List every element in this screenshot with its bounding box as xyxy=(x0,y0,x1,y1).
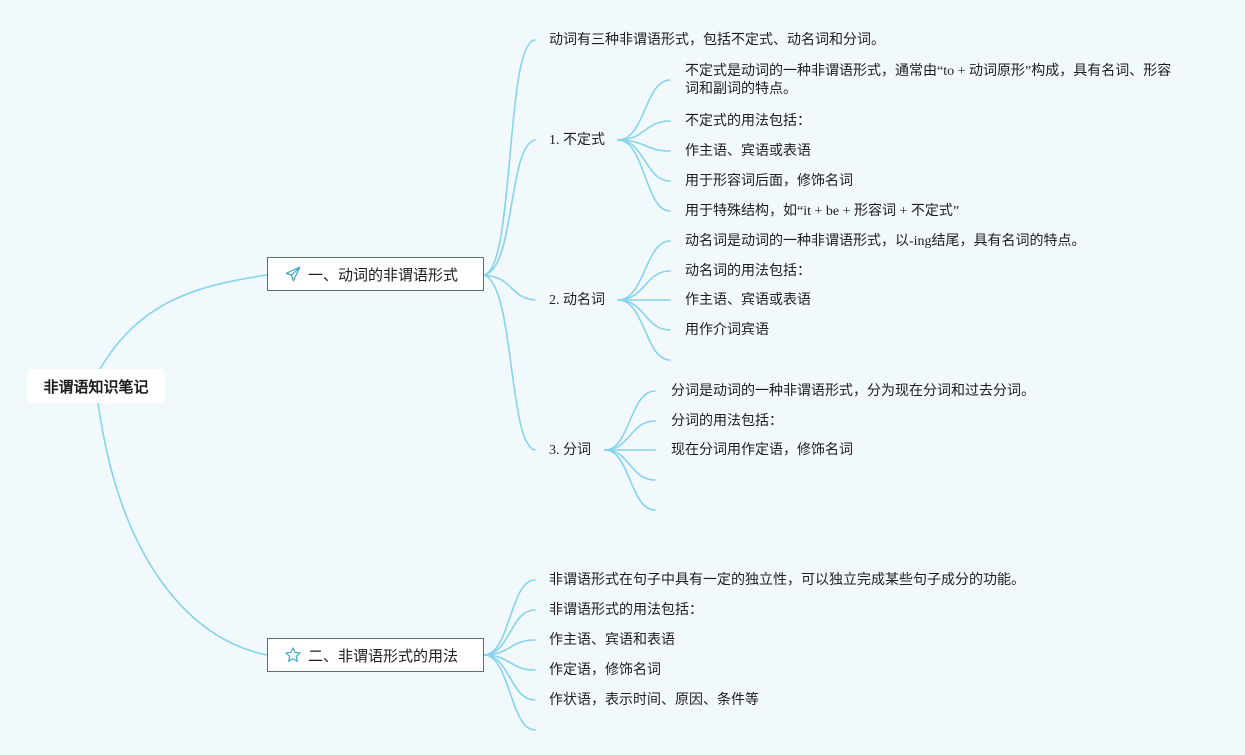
leaf-item[interactable]: 动名词是动词的一种非谓语形式，以-ing结尾，具有名词的特点。 xyxy=(685,234,1086,249)
connector-topic1-sub3 xyxy=(483,274,536,451)
topic-node-verb-forms[interactable]: 一、动词的非谓语形式 xyxy=(267,257,484,291)
root-label: 非谓语知识笔记 xyxy=(43,378,149,396)
leaf-item[interactable]: 用作介词宾语 xyxy=(685,323,769,338)
leaf-item[interactable]: 用于特殊结构，如“it + be + 形容词 + 不定式” xyxy=(685,204,960,219)
connector-topic1-intro xyxy=(483,39,536,276)
subtopic-gerund[interactable]: 2. 动名词 xyxy=(549,293,605,308)
leaf-item[interactable]: 作主语、宾语和表语 xyxy=(549,633,675,648)
connector-topic1-sub1 xyxy=(483,139,536,276)
topic-label: 二、非谓语形式的用法 xyxy=(308,647,459,665)
connector-root-topic1 xyxy=(99,274,268,370)
leaf-item[interactable]: 作定语，修饰名词 xyxy=(549,663,661,678)
leaf-item[interactable]: 非谓语形式的用法包括： xyxy=(549,603,703,618)
leaf-item[interactable]: 作状语，表示时间、原因、条件等 xyxy=(549,693,759,708)
leaf-item[interactable]: 现在分词用作定语，修饰名词 xyxy=(671,443,853,458)
subtopic-infinitive[interactable]: 1. 不定式 xyxy=(549,133,605,148)
topic-node-usage[interactable]: 二、非谓语形式的用法 xyxy=(267,638,484,672)
leaf-item[interactable]: 不定式的用法包括： xyxy=(685,114,811,129)
leaf-item[interactable]: 分词是动词的一种非谓语形式，分为现在分词和过去分词。 xyxy=(671,384,1035,399)
topic-intro-text[interactable]: 动词有三种非谓语形式，包括不定式、动名词和分词。 xyxy=(549,33,885,48)
root-node[interactable]: 非谓语知识笔记 xyxy=(26,369,166,403)
leaf-item[interactable]: 用于形容词后面，修饰名词 xyxy=(685,174,853,189)
topic-label: 一、动词的非谓语形式 xyxy=(308,266,459,284)
leaf-item[interactable]: 作主语、宾语或表语 xyxy=(685,293,811,308)
connector-topic1-sub2 xyxy=(483,274,536,301)
leaf-item[interactable]: 作主语、宾语或表语 xyxy=(685,144,811,159)
paper-plane-icon xyxy=(284,265,302,283)
leaf-item[interactable]: 分词的用法包括： xyxy=(671,414,783,429)
subtopic-participle[interactable]: 3. 分词 xyxy=(549,443,591,458)
leaf-item[interactable]: 动名词的用法包括： xyxy=(685,264,811,279)
star-outline-icon xyxy=(284,646,302,664)
leaf-item[interactable]: 不定式是动词的一种非谓语形式，通常由“to + 动词原形”构成，具有名词、形容词… xyxy=(685,64,1172,97)
connector-root-topic2 xyxy=(97,402,268,656)
leaf-item[interactable]: 非谓语形式在句子中具有一定的独立性，可以独立完成某些句子成分的功能。 xyxy=(549,573,1025,588)
